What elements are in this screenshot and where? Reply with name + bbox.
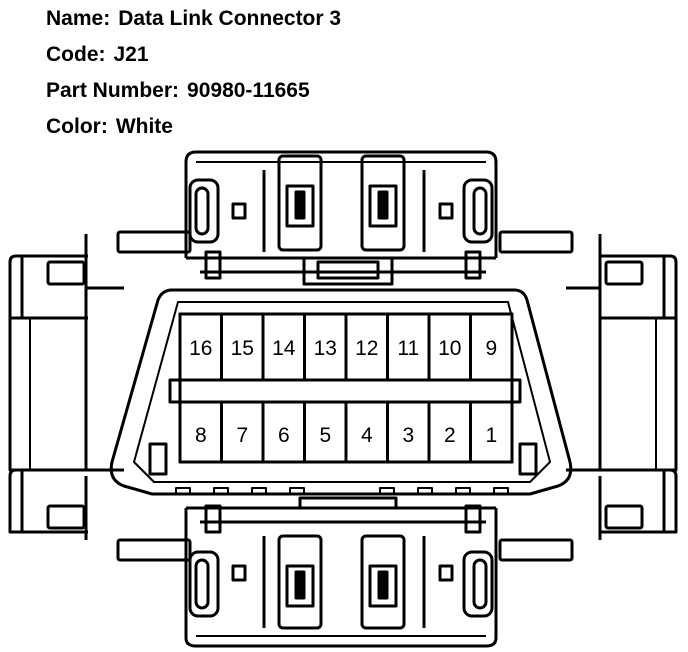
pin-label: 5 [319,424,331,447]
color-line: Color: White [46,114,341,150]
part-number-label: Part Number: [46,79,180,102]
pin-labels-top: 16 15 14 13 12 11 10 9 [189,337,497,360]
bottom-slot-left [188,550,220,618]
name-line: Name: Data Link Connector 3 [46,6,341,42]
top-housing [184,150,498,286]
bottom-latch-right [360,534,406,630]
pin-cell [469,312,514,382]
pin-label: 12 [355,337,378,360]
connector-shroud [109,288,573,496]
part-number-line: Part Number: 90980-11665 [46,78,341,114]
pin-label: 7 [236,424,248,447]
bottom-latch-left [277,534,323,630]
pin-label: 6 [278,424,290,447]
top-pin-cells [178,312,514,382]
part-number-value: 90980-11665 [187,79,310,102]
pin-cell [469,400,514,464]
code-line: Code: J21 [46,42,341,78]
bottom-housing [184,496,498,648]
pin-label: 14 [272,337,296,360]
top-latch-right [360,154,406,252]
pin-label: 3 [402,424,414,447]
top-clip-right [464,250,482,280]
left-side-ears [8,230,192,562]
pin-label: 15 [231,337,254,360]
bottom-clip-right [464,504,482,534]
right-side-ears [498,230,678,562]
bottom-clip-left [204,504,222,534]
top-clip-left [204,250,222,280]
key-slot-right [518,442,538,476]
top-slot-left [188,178,220,244]
name-label: Name: [46,7,111,30]
center-rib [168,378,522,404]
key-slot-left [148,442,168,476]
pin-label: 4 [361,424,373,447]
pin-label: 2 [444,424,456,447]
pin-label: 11 [397,337,419,360]
color-label: Color: [46,115,108,138]
pin-label: 16 [189,337,212,360]
bottom-slot-right [462,550,494,618]
bottom-pin-cells [178,400,514,464]
pin-block [168,312,522,464]
top-slot-right [462,178,494,244]
top-latch-left [277,154,323,252]
pin-labels-bottom: 8 7 6 5 4 3 2 1 [195,424,497,447]
code-label: Code: [46,43,106,66]
pin-label: 9 [485,337,497,360]
connector-info: Name: Data Link Connector 3 Code: J21 Part… [46,6,341,150]
code-value: J21 [113,43,149,66]
pin-label: 1 [485,424,497,447]
pin-label: 13 [314,337,337,360]
pin-label: 10 [438,337,461,360]
color-value: White [115,115,173,138]
pin-label: 8 [195,424,207,447]
name-value: Data Link Connector 3 [118,7,342,30]
